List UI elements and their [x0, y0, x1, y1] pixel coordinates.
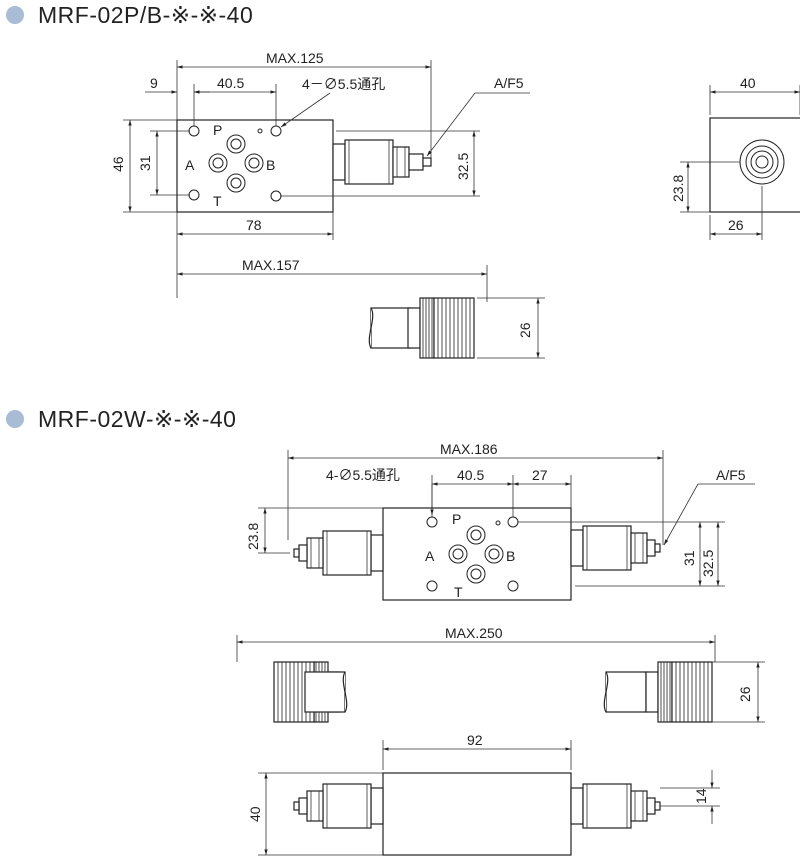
s1-dim-78: 78 — [246, 217, 262, 233]
s1-dim-40-side: 40 — [740, 75, 756, 91]
s1-dim-46: 46 — [110, 156, 126, 172]
s2-dim-27: 27 — [532, 467, 548, 483]
s2-port-a: A — [425, 548, 435, 564]
s2-dim-40-5: 40.5 — [457, 467, 484, 483]
s1-dim-26-side: 26 — [728, 217, 744, 233]
s1-port-b: B — [266, 157, 275, 173]
s2-port-b: B — [506, 548, 515, 564]
s2-port-t: T — [454, 584, 463, 600]
s2-port-p: P — [452, 511, 461, 527]
s1-dim-31: 31 — [137, 155, 153, 171]
s1-dim-40-5: 40.5 — [217, 75, 244, 91]
s1-dim-max157: MAX.157 — [242, 257, 300, 273]
s2-dim-31: 31 — [681, 550, 697, 566]
bullet-icon — [6, 410, 24, 428]
s2-dim-holes: 4-∅5.5通孔 — [326, 467, 400, 483]
s1-dim-26-knob: 26 — [517, 322, 533, 338]
section2-title: MRF-02W-※-※-40 — [38, 405, 237, 432]
s1-port-t: T — [213, 193, 222, 209]
s2-bottom-view — [258, 740, 720, 856]
s2-dim-lines — [258, 450, 755, 587]
s2-dim-32-5: 32.5 — [700, 550, 716, 577]
s1-dim-holes: 4－∅5.5通孔 — [302, 76, 385, 92]
bullet-icon — [6, 6, 24, 24]
s2-dim-max186: MAX.186 — [440, 441, 498, 457]
s2-dim-40: 40 — [247, 806, 263, 822]
s2-front-view — [293, 507, 661, 601]
s2-dim-92: 92 — [467, 732, 483, 748]
s1-port-p: P — [213, 122, 222, 138]
s2-dim-max250: MAX.250 — [445, 625, 503, 641]
s2-dim-14: 14 — [693, 788, 709, 804]
s1-port-a: A — [185, 157, 195, 173]
section1-title: MRF-02P/B-※-※-40 — [38, 1, 254, 28]
s2-dim-23-8: 23.8 — [245, 523, 261, 550]
s1-front-view — [176, 119, 432, 213]
s1-dim-max125: MAX.125 — [266, 50, 324, 66]
s1-side-view — [680, 85, 800, 240]
section1-header: MRF-02P/B-※-※-40 — [6, 0, 253, 30]
s1-dim-23-8: 23.8 — [670, 175, 686, 202]
s1-dim-9: 9 — [150, 75, 158, 91]
s1-knob-view — [368, 297, 545, 359]
s1-dim-32-5: 32.5 — [455, 153, 471, 180]
s2-knob-view — [236, 635, 765, 723]
s2-dim-af5: A/F5 — [716, 467, 746, 483]
s2-dim-26: 26 — [737, 686, 753, 702]
s1-dim-lines — [123, 60, 530, 302]
section2-header: MRF-02W-※-※-40 — [6, 404, 236, 434]
s1-dim-af5: A/F5 — [494, 75, 524, 91]
